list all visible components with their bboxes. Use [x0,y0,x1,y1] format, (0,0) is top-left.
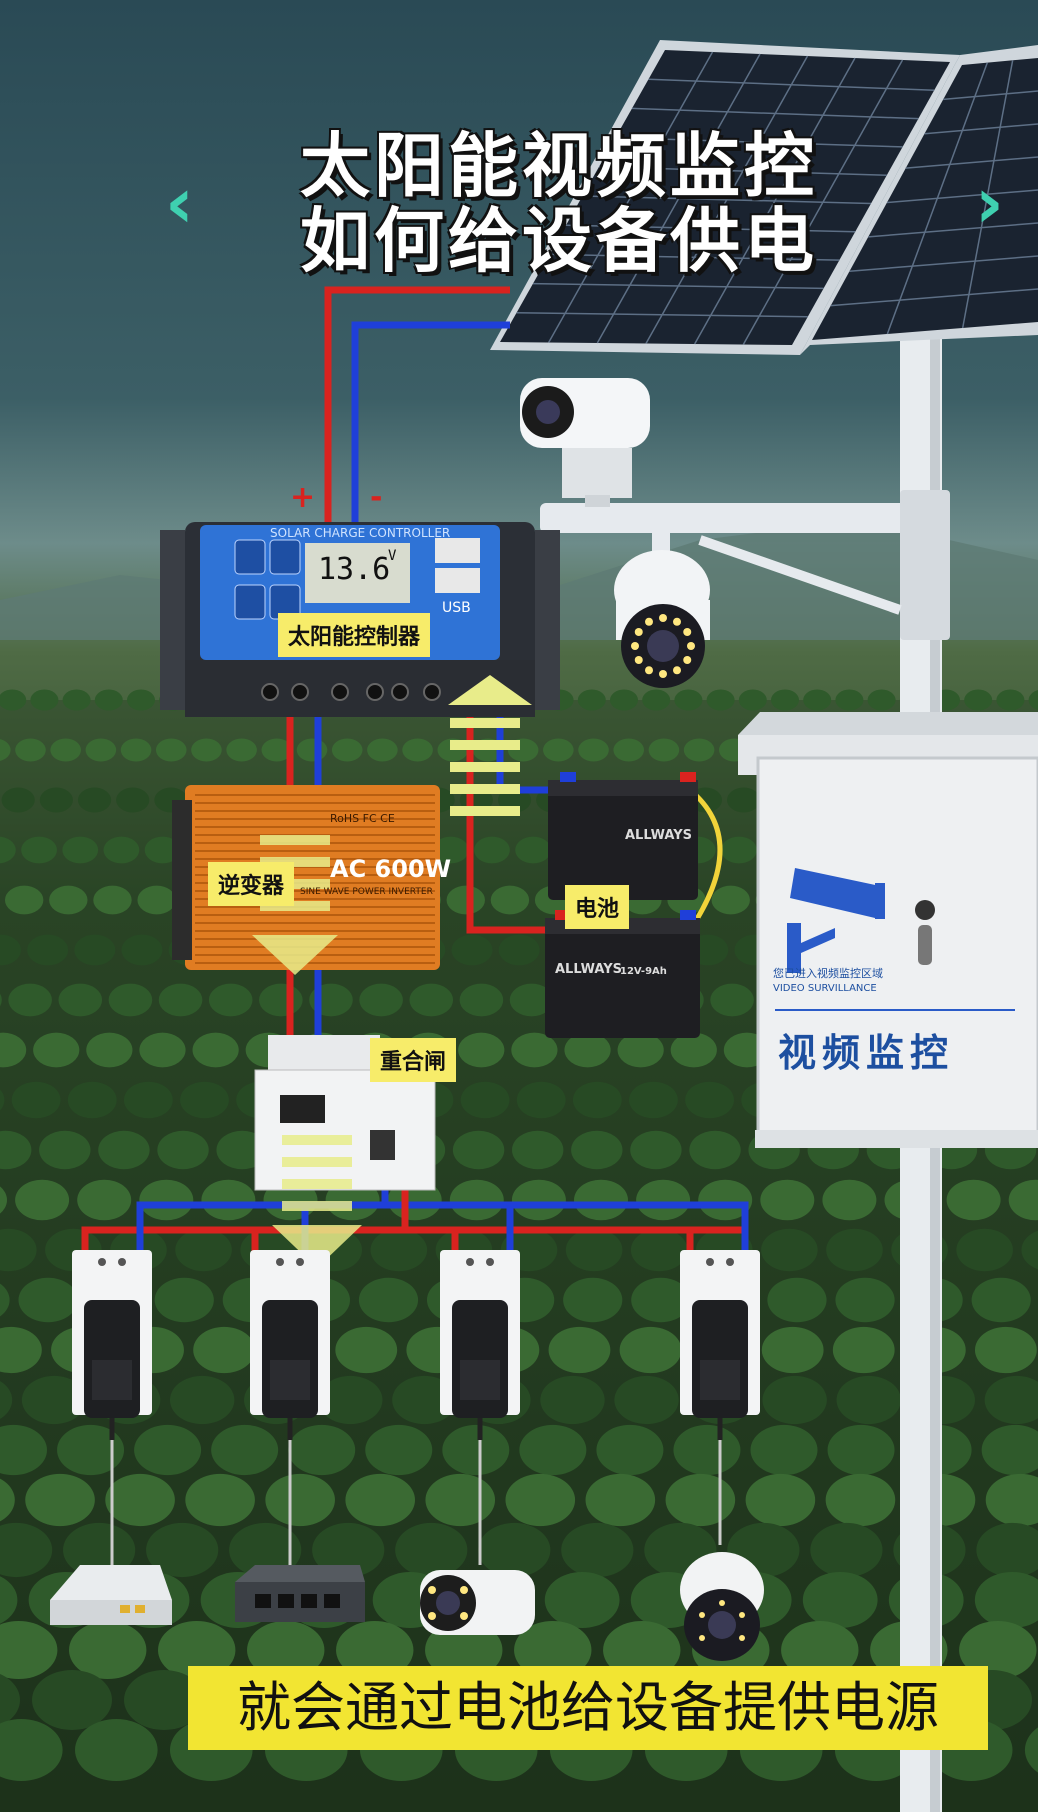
bullet-camera-top [520,378,650,507]
auto-recloser [254,1035,436,1191]
router-icon [50,1440,172,1625]
bullet-camera-icon [420,1440,535,1635]
minus-sign: - [370,480,383,515]
usb-label: USB [442,600,471,616]
flow-arrow-down-inverter [252,835,338,975]
battery-brand-bottom: ALLWAYS [555,962,622,977]
title-line-2: 如何给设备供电 [300,200,818,282]
voltage-unit: V [388,548,397,564]
title-line-1: 太阳能视频监控 [300,125,818,207]
inverter-rating: AC 600W [330,855,452,883]
caption-banner: 就会通过电池给设备提供电源 [188,1666,988,1750]
battery-spec: 12V-9Ah [620,966,667,977]
voltage-reading: 13.6 [318,552,391,587]
plus-sign: + [290,480,316,515]
prev-arrow-icon[interactable]: ‹ [165,162,194,244]
next-arrow-icon[interactable]: › [975,162,1004,244]
recloser-label: 重合闸 [370,1038,457,1082]
battery-label: 电池 [565,885,630,929]
surveillance-cabinet [738,712,1038,1148]
flow-arrow-up [448,675,532,816]
camera-crossbar [540,503,920,533]
cabinet-title: 视频监控 [778,1031,955,1075]
dome-camera-icon [680,1440,764,1661]
controller-header: SOLAR CHARGE CONTROLLER [270,526,451,540]
battery-pack [545,772,700,1038]
cabinet-notice-en: VIDEO SURVILLANCE [773,983,877,994]
ptz-dome-camera [614,533,710,688]
solar-panel [490,40,1038,355]
battery-brand-top: ALLWAYS [625,828,692,843]
network-switch-icon [235,1440,365,1622]
inverter-label: 逆变器 [208,862,295,906]
cabinet-notice: 您已进入视频监控区域 [773,967,883,980]
controller-label: 太阳能控制器 [278,613,431,657]
inverter-model: RoHS FC CE [330,812,395,825]
inverter-subtitle: SINE WAVE POWER INVERTER [300,887,433,897]
flow-arrow-down-recloser [272,1135,362,1268]
power-adapters [72,1250,760,1440]
